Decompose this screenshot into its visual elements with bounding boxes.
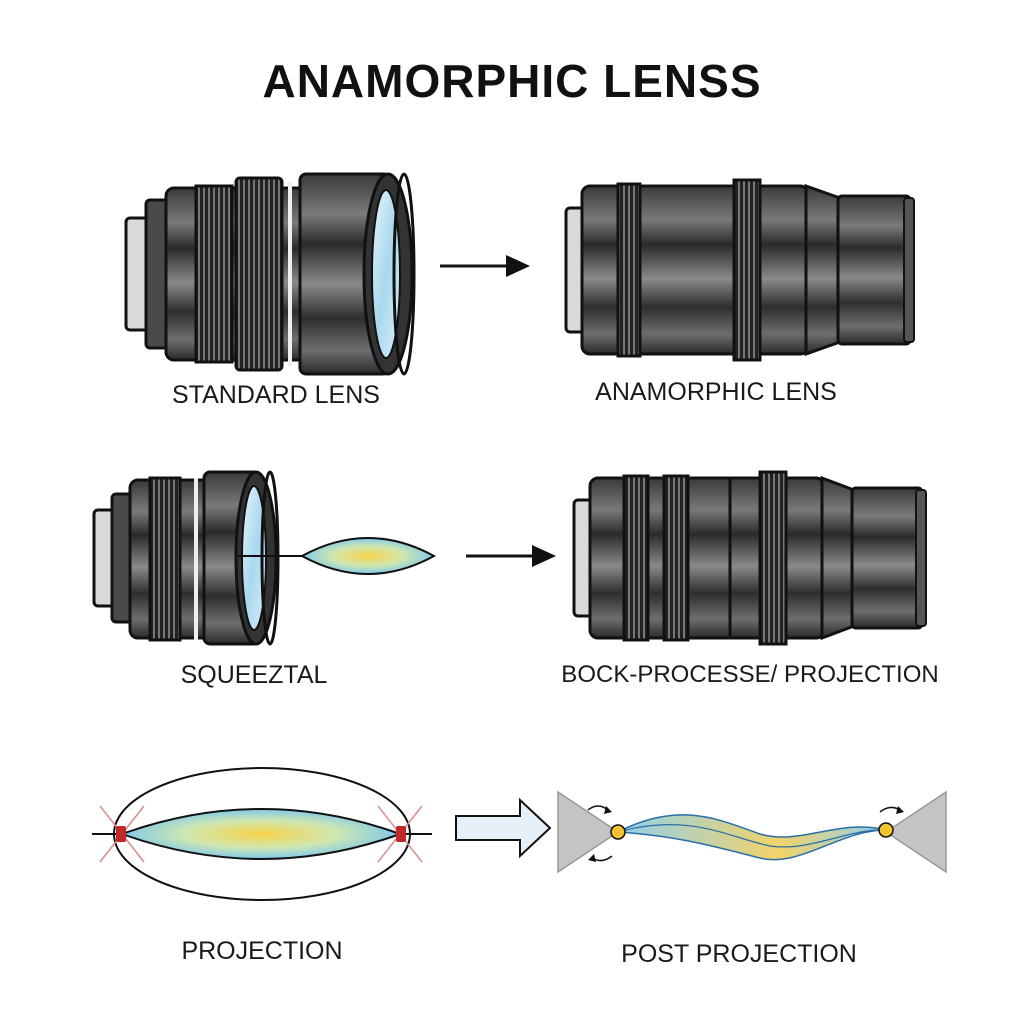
standard-lens-illustration bbox=[124, 172, 416, 376]
post-projection-illustration bbox=[557, 790, 947, 874]
anamorphic-lens-illustration bbox=[564, 178, 915, 362]
caption-projection: PROJECTION bbox=[181, 937, 343, 965]
caption-standard-lens: STANDARD LENS bbox=[172, 381, 380, 409]
squeeze-lens-illustration bbox=[92, 470, 437, 646]
block-arrow-icon bbox=[455, 797, 552, 859]
arrow-icon bbox=[440, 255, 530, 277]
back-processed-lens-illustration bbox=[572, 470, 927, 646]
caption-anamorphic-lens: ANAMORPHIC LENS bbox=[595, 378, 837, 406]
caption-post-projection: POST PROJECTION bbox=[621, 940, 857, 968]
projection-illustration bbox=[92, 767, 432, 901]
page-title: ANAMORPHIC LENSS bbox=[262, 55, 762, 107]
arrow-icon bbox=[466, 545, 556, 567]
caption-squeeze: SQUEEZTAL bbox=[180, 661, 328, 689]
caption-back-processed: BOCK-PROCESSE/ PROJECTION bbox=[561, 661, 939, 688]
